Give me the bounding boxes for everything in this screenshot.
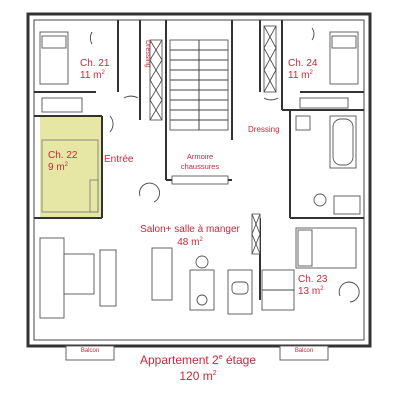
bathroom — [295, 115, 357, 207]
armoire-label-line2: chaussures — [181, 162, 220, 171]
inner-walls — [34, 20, 364, 300]
ch22-area: 9 m2 — [48, 162, 69, 173]
salon-name: Salon+ salle à manger — [140, 224, 240, 235]
entree-label: Entrée — [104, 154, 134, 165]
balconies — [65, 345, 329, 361]
outer-walls — [26, 12, 372, 348]
room-label-salon: Salon+ salle à manger 48 m2 — [140, 224, 240, 248]
ch24-area: 11 m2 — [288, 70, 314, 81]
dressing-cabinets — [149, 25, 277, 255]
ch23-area: 13 m2 — [298, 286, 324, 297]
bed-ch23 — [295, 227, 357, 269]
room-label-ch23: Ch. 23 13 m2 — [298, 274, 328, 297]
salon-furniture — [39, 237, 253, 319]
ch21-area: 11 m2 — [80, 70, 106, 81]
ch21-name: Ch. 21 — [80, 58, 110, 69]
plan-title: Appartement 2e étage 120 m2 — [140, 353, 256, 383]
door-swings — [90, 27, 360, 303]
bed-ch21 — [39, 31, 69, 85]
salon-area: 48 m2 — [177, 237, 203, 248]
ch22-name: Ch. 22 — [48, 150, 78, 161]
kitchen — [261, 269, 295, 311]
plan-title-text: Appartement 2e étage — [140, 353, 256, 367]
armoire-label-line1: Armoire — [187, 152, 213, 161]
ch23-name: Ch. 23 — [298, 274, 328, 285]
plan-total-area: 120 m2 — [179, 369, 216, 383]
bed-ch24 — [329, 31, 359, 85]
dressing-left-label: Dressing — [144, 40, 151, 68]
bed-ch22 — [41, 139, 99, 213]
balcon-right-label: Balcon — [295, 348, 313, 354]
room-label-ch24: Ch. 24 11 m2 — [288, 58, 318, 81]
dressing-right-label: Dressing — [248, 125, 280, 134]
balcon-left-label: Balcon — [81, 348, 99, 354]
ch24-name: Ch. 24 — [288, 58, 318, 69]
room-label-ch21: Ch. 21 11 m2 — [80, 58, 110, 81]
room-ch22-highlight — [40, 116, 102, 218]
room-label-ch22: Ch. 22 9 m2 — [48, 150, 78, 173]
staircase — [169, 39, 229, 131]
desks — [41, 97, 361, 215]
